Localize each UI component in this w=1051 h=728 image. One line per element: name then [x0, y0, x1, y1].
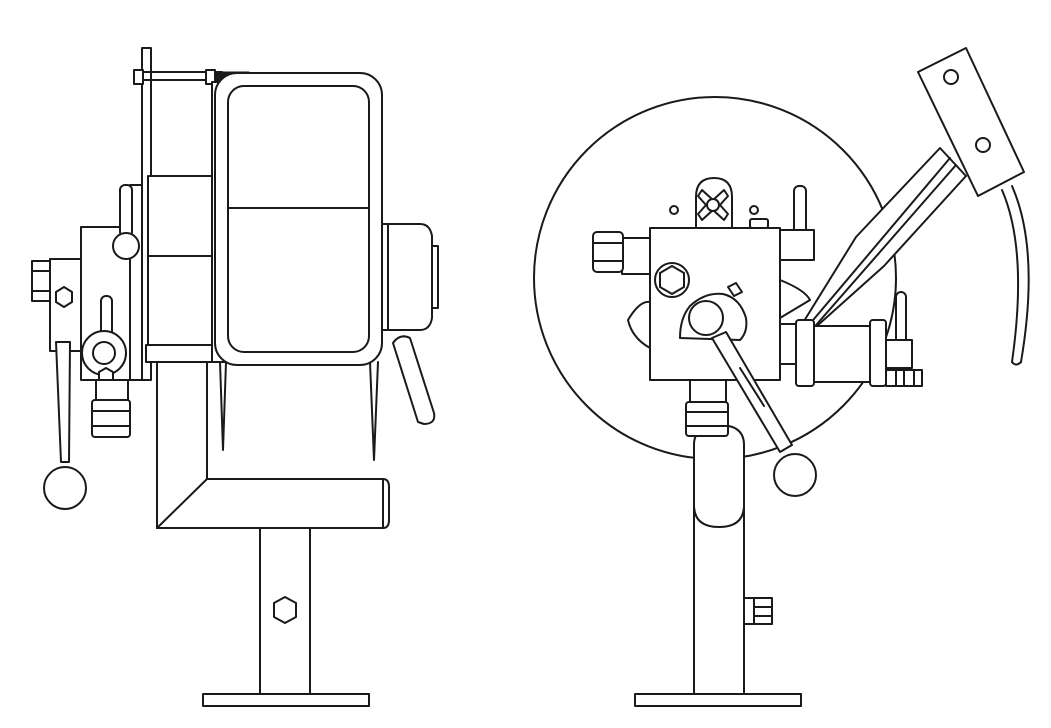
front-support-rod-2 [1011, 185, 1030, 363]
front-fitting-hex [685, 401, 729, 437]
side-fitting-top [95, 379, 129, 401]
front-collar-ring-right [869, 319, 887, 387]
front-column [693, 424, 745, 695]
front-collar-ring [795, 319, 815, 387]
front-column-bolt-base [743, 597, 755, 625]
front-clamp-post-block [885, 339, 913, 369]
front-index-hole [688, 300, 724, 336]
front-top-hole-right [749, 205, 759, 215]
front-index-lever [711, 331, 793, 453]
front-lever-detail [739, 367, 765, 407]
front-mounting-plate [917, 47, 1025, 197]
front-left-fitting [621, 237, 651, 275]
front-clamp-post [895, 291, 907, 345]
side-base-plate [202, 693, 370, 707]
front-small-bolt-base [885, 369, 897, 387]
front-view [533, 47, 1030, 707]
side-left-strip [129, 184, 143, 381]
front-support-rod-end [1011, 361, 1022, 366]
front-plate-hole-top [943, 69, 959, 85]
side-view [31, 47, 439, 707]
front-arm-groove-1 [802, 157, 951, 333]
front-column-joint [693, 504, 745, 528]
front-index-pin [727, 282, 743, 297]
front-plate-hole-bottom [975, 137, 991, 153]
side-bracket-miter [156, 478, 208, 529]
front-right-wedge [779, 279, 811, 319]
front-collar-inner [779, 323, 797, 365]
front-support-rod-1 [1001, 189, 1020, 363]
front-left-fitting-hex [592, 231, 624, 273]
side-small-hex-nut [55, 286, 73, 308]
side-lock-hub [92, 341, 116, 365]
side-pivot-knob [112, 232, 140, 260]
front-set-screw [749, 218, 769, 229]
front-hex-socket [659, 265, 685, 295]
front-column-bolt-head [753, 597, 773, 625]
front-fitting-top [689, 379, 727, 403]
side-fitting-hex [91, 399, 131, 438]
side-leg-left [219, 361, 227, 451]
front-small-bolt [895, 369, 923, 387]
side-spindle-collar [145, 344, 215, 363]
side-lock-handle [392, 335, 436, 425]
side-leg-right [369, 361, 379, 461]
side-wheel-guard-inner [227, 85, 370, 353]
side-hex-bolt-head [31, 260, 51, 302]
front-collar-shaft [813, 325, 871, 383]
side-column-hex-bolt [273, 596, 297, 624]
front-right-post-block [779, 229, 815, 261]
front-arm-groove-2 [809, 164, 957, 333]
side-l-bracket [156, 361, 390, 529]
side-adjust-lever [55, 341, 71, 463]
side-hub-cap [431, 245, 439, 309]
front-top-hole-left [669, 205, 679, 215]
side-pivot-post [119, 184, 133, 238]
side-spindle-hub [381, 223, 433, 331]
front-base-plate [634, 693, 802, 707]
side-spindle-housing [147, 175, 213, 257]
side-lever-ball [43, 466, 87, 510]
front-wing-nut-hub [706, 198, 720, 212]
side-spindle-lower [147, 255, 213, 347]
side-tie-nut-left [133, 69, 144, 85]
front-lever-ball [773, 453, 817, 497]
